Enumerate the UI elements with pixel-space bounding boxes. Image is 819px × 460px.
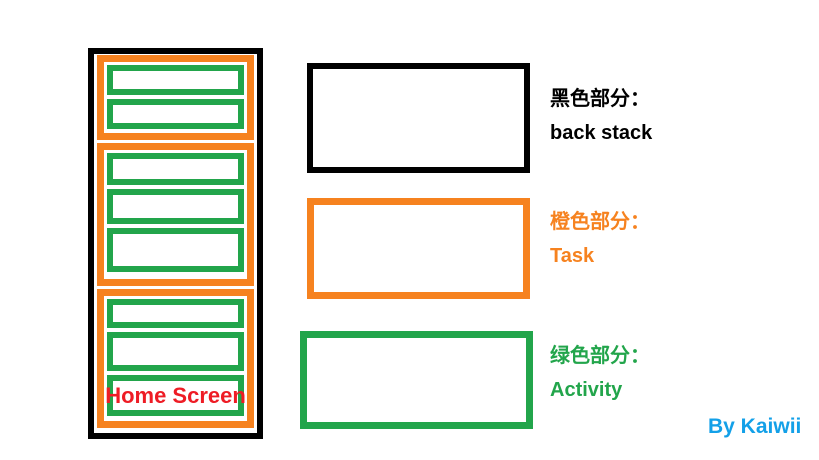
- legend-task-text: 橙色部分： Task: [550, 205, 650, 273]
- task-outline-3: Home Screen: [97, 289, 254, 428]
- activity-outline-2-3: [107, 228, 244, 272]
- legend-task-box: [307, 198, 530, 299]
- activity-outline-3-1: [107, 299, 244, 328]
- activity-outline-2-2: [107, 189, 244, 224]
- legend-back-stack-box: [307, 63, 530, 173]
- activity-outline-1-2: [107, 99, 244, 129]
- legend-activity-label-cn: 绿色部分：: [550, 345, 650, 367]
- legend-back-stack-label-en: back stack: [550, 122, 653, 144]
- credit-text: By Kaiwii: [708, 415, 802, 438]
- legend-back-stack-label-cn: 黑色部分：: [550, 88, 650, 110]
- activity-outline-3-2: [107, 332, 244, 371]
- legend-activity-label-en: Activity: [550, 379, 623, 401]
- legend-activity-text: 绿色部分： Activity: [550, 339, 650, 407]
- home-screen-label: Home Screen: [105, 382, 246, 408]
- task-outline-2: [97, 143, 254, 286]
- activity-outline-home-screen: Home Screen: [105, 375, 246, 416]
- activity-outline-2-1: [107, 153, 244, 185]
- legend-activity-box: [300, 331, 533, 429]
- activity-outline-1-1: [107, 65, 244, 95]
- legend-task-label-cn: 橙色部分：: [550, 211, 650, 233]
- legend-back-stack-text: 黑色部分： back stack: [550, 82, 652, 150]
- back-stack-outline: Home Screen: [88, 48, 263, 439]
- task-outline-1: [97, 55, 254, 140]
- legend-task-label-en: Task: [550, 245, 595, 267]
